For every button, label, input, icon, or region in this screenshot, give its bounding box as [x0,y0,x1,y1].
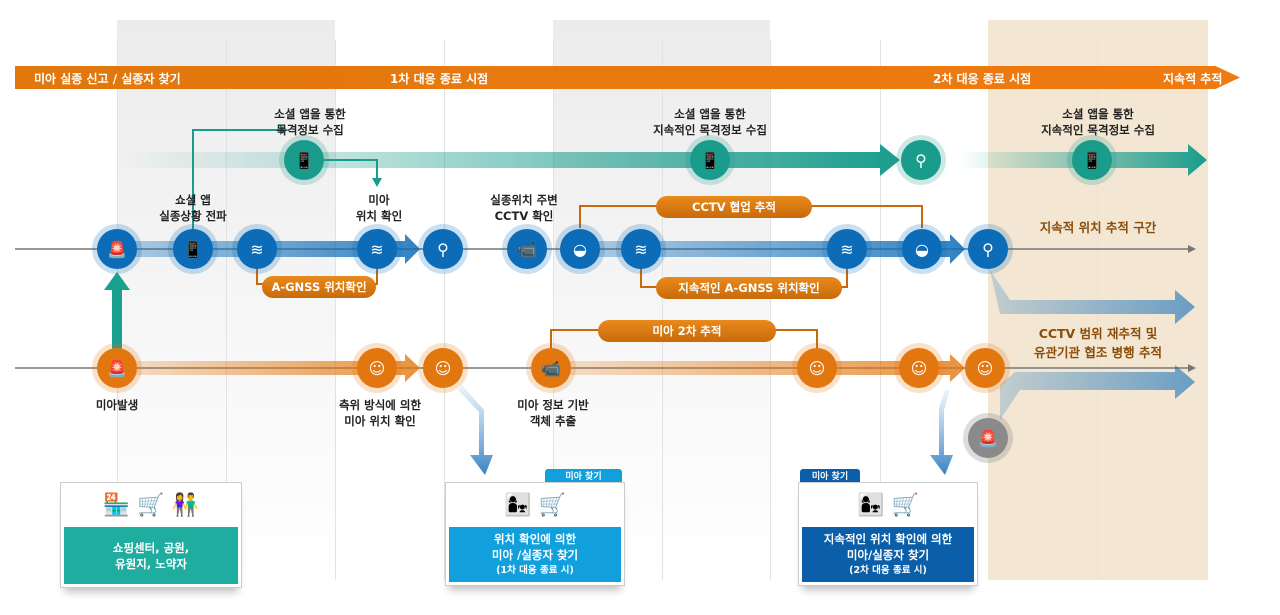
label-occurrence: 미아발생 [95,398,139,412]
label-positioning: 측위 방식에 의한 미아 위치 확인 [338,398,422,428]
box-note: (1차 대응 종료 시) [496,564,574,576]
box-body: 위치 확인에 의한 미아 /실종자 찾기 (1차 대응 종료 시) [449,527,621,582]
label-cctv-check: 실종위치 주변 CCTV 확인 [490,193,558,223]
signal-icon: ≋ [621,229,661,269]
grid-line [770,40,771,580]
signal-icon: ≋ [237,229,277,269]
mother-child-cart-icons: 👩‍👧 🛒 [504,492,566,518]
signal-icon: ≋ [827,229,867,269]
label-child-location: 미아 위치 확인 [355,193,403,223]
label-social-collect: 소셜 앱을 통한 목격정보 수집 [274,107,346,137]
header-first-end: 1차 대응 종료 시점 [390,72,489,86]
child-icon: ☺ [357,348,397,388]
grid-line [553,40,554,580]
grid-line [662,40,663,580]
label-social-continuous: 소셜 앱을 통한 지속적인 목격정보 수집 [1041,107,1155,137]
pill-second-track: 미아 2차 추적 [598,320,776,342]
grid-line [444,40,445,580]
phone-hand-icon: 📱 [173,229,213,269]
label-object-extract: 미아 정보 기반 객체 추출 [517,398,589,428]
child-icon: ☺ [423,348,463,388]
grid-line [880,40,881,580]
pill-agnss-continuous: 지속적인 A-GNSS 위치확인 [656,277,842,299]
phone-hand-icon: 📱 [284,140,324,180]
location-types-box: 🏪 🛒 👫 쇼핑센터, 공원, 유원지, 노약자 [60,482,242,588]
phone-hand-icon: 📱 [1072,140,1112,180]
cctv-camera-icon: 📹 [507,229,547,269]
cctv-camera-icon: 📹 [531,348,571,388]
box-body: 지속적인 위치 확인에 의한 미아/실종자 찾기 (2차 대응 종료 시) [802,527,974,582]
note-cctv-retrack: CCTV 범위 재추적 및 유관기관 협조 병행 추적 [1033,326,1163,360]
dome-camera-icon: ◒ [902,229,942,269]
header-start: 미아 실종 신고 / 실종자 찾기 [34,72,181,86]
siren-icon: 🚨 [968,418,1008,458]
box-body: 쇼핑센터, 공원, 유원지, 노약자 [64,527,238,584]
store-family-elderly-icons: 🏪 🛒 👫 [102,492,200,518]
location-pin-icon: ⚲ [901,140,941,180]
box-title: 지속적인 위치 확인에 의한 미아/실종자 찾기 [823,531,953,562]
grid-line [335,40,336,580]
second-find-box: 👩‍👧 🛒 지속적인 위치 확인에 의한 미아/실종자 찾기 (2차 대응 종료… [798,482,978,586]
timeline-header-bar [15,66,1240,89]
box-title: 위치 확인에 의한 미아 /실종자 찾기 [491,531,579,562]
label-social-continuous: 소셜 앱을 통한 지속적인 목격정보 수집 [653,107,767,137]
location-pin-icon: ⚲ [423,229,463,269]
grid-line [226,40,227,580]
label-social-spread: 쇼셜 앱 실종상황 전파 [159,193,227,223]
child-icon: ☺ [899,348,939,388]
pill-cctv-coop: CCTV 협업 추적 [656,196,812,218]
header-continuous: 지속적 추적 [1163,72,1223,86]
dome-camera-icon: ◒ [560,229,600,269]
phone-hand-icon: 📱 [690,140,730,180]
header-second-end: 2차 대응 종료 시점 [933,72,1032,86]
mother-child-cart-icons: 👩‍👧 🛒 [857,492,919,518]
siren-icon: 🚨 [97,229,137,269]
pill-agnss: A-GNSS 위치확인 [262,276,376,298]
first-find-box: 👩‍👧 🛒 위치 확인에 의한 미아 /실종자 찾기 (1차 대응 종료 시) [445,482,625,586]
tag-find-child: 미아 찾기 [800,469,860,482]
child-walking-icon: ☺ [797,348,837,388]
signal-icon: ≋ [357,229,397,269]
siren-icon: 🚨 [97,348,137,388]
location-pin-icon: ⚲ [968,229,1008,269]
note-continuous-tracking: 지속적 위치 추적 구간 [1039,220,1157,235]
box-note: (2차 대응 종료 시) [849,564,927,576]
child-icon: ☺ [965,348,1005,388]
tag-find-child: 미아 찾기 [545,469,622,482]
